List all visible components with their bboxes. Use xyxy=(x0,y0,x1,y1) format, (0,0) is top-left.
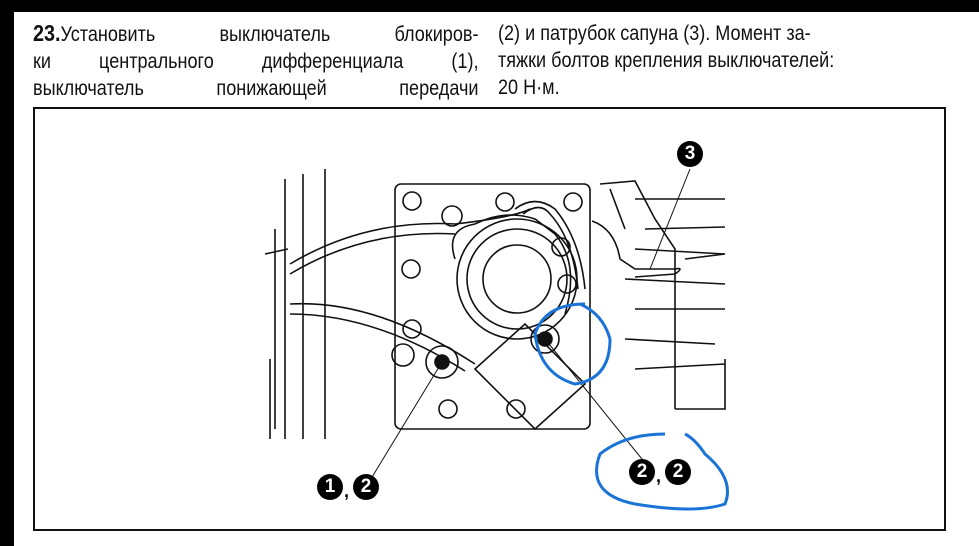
instruction-text-left: 23.Установить выключатель блокиров- ки ц… xyxy=(33,20,478,102)
hand-drawn-callout-annotation xyxy=(595,432,729,511)
text-line: ки центрального дифференциала (1), xyxy=(33,50,479,73)
switch-1 xyxy=(425,345,459,379)
callout-separator: , xyxy=(344,481,350,501)
instruction-text-right: (2) и патрубок сапуна (3). Момент за- тя… xyxy=(498,20,954,101)
callout-3: 3 xyxy=(677,141,703,167)
cover-plate xyxy=(394,183,591,430)
breather-hose xyxy=(514,200,586,290)
bolts xyxy=(391,191,583,419)
hose-upper xyxy=(289,208,531,275)
housing-right-lines xyxy=(599,180,726,410)
callout-separator: , xyxy=(656,466,662,486)
transfer-case-diagram: 1 , 2 2 , 2 3 xyxy=(33,107,946,531)
callout-2: 2 xyxy=(665,459,691,485)
callout-2: 2 xyxy=(629,459,655,485)
leader-line-2 xyxy=(544,338,651,470)
text-line: (2) и патрубок сапуна (3). Момент за- xyxy=(498,22,811,45)
step-number: 23. xyxy=(33,20,61,46)
text-line: 20 Н·м. xyxy=(498,76,560,99)
leader-line-1 xyxy=(365,361,443,488)
breather-pipe xyxy=(591,220,681,278)
manual-page: 23.Установить выключатель блокиров- ки ц… xyxy=(14,12,979,546)
actuator-body xyxy=(473,322,587,431)
hand-drawn-circle-annotation xyxy=(533,302,612,386)
diagram-drawing xyxy=(264,168,729,511)
switch-2 xyxy=(530,324,560,354)
callout-2: 2 xyxy=(353,474,379,500)
hose-lower xyxy=(289,302,476,372)
housing-left-lines xyxy=(264,169,326,439)
callout-1: 1 xyxy=(317,474,343,500)
leader-line-3 xyxy=(649,168,691,270)
text-line: тяжки болтов крепления выключателей: xyxy=(498,49,835,72)
text-line: выключатель понижающей передачи xyxy=(33,77,479,100)
text-line: Установить выключатель блокиров- xyxy=(60,23,479,46)
